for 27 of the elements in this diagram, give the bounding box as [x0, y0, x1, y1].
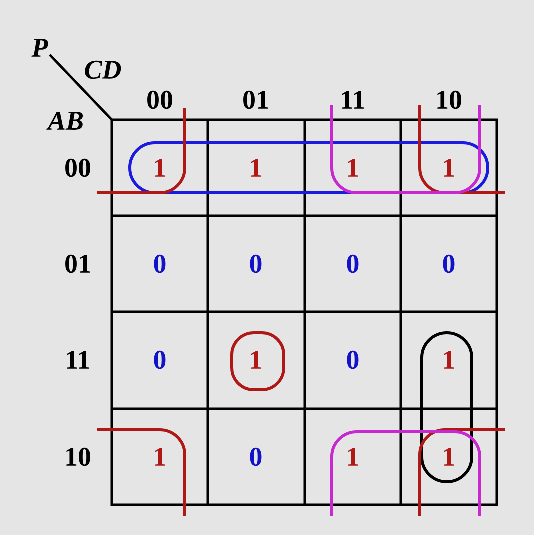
cell-value: 1 — [251, 351, 262, 369]
column-header: 11 — [342, 91, 364, 109]
cell-value: 0 — [443, 254, 455, 274]
column-header: 00 — [148, 90, 172, 110]
cell-value: 1 — [348, 159, 358, 177]
cell-value: 1 — [251, 159, 262, 177]
cell-value: 0 — [250, 448, 262, 466]
cell-value: 0 — [154, 350, 166, 370]
cell-value: 1 — [444, 159, 454, 177]
cell-value: 1 — [444, 351, 454, 369]
cell-value: 0 — [347, 350, 359, 370]
variable-label: AB — [46, 112, 84, 130]
cell-value: 0 — [154, 254, 166, 274]
variable-label: P — [32, 39, 48, 57]
cell-value: 1 — [155, 159, 166, 177]
row-header: 00 — [66, 158, 90, 178]
row-header: 10 — [66, 448, 90, 466]
cell-value: 1 — [155, 448, 166, 466]
row-header: 11 — [67, 351, 90, 369]
row-header: 01 — [66, 254, 90, 274]
cell-value: 0 — [347, 254, 359, 274]
column-header: 10 — [438, 90, 462, 110]
variable-label: CD — [85, 60, 122, 80]
cell-value: 0 — [250, 254, 262, 274]
cell-value: 1 — [444, 448, 454, 466]
column-header: 01 — [244, 90, 268, 110]
cell-value: 1 — [348, 448, 358, 466]
